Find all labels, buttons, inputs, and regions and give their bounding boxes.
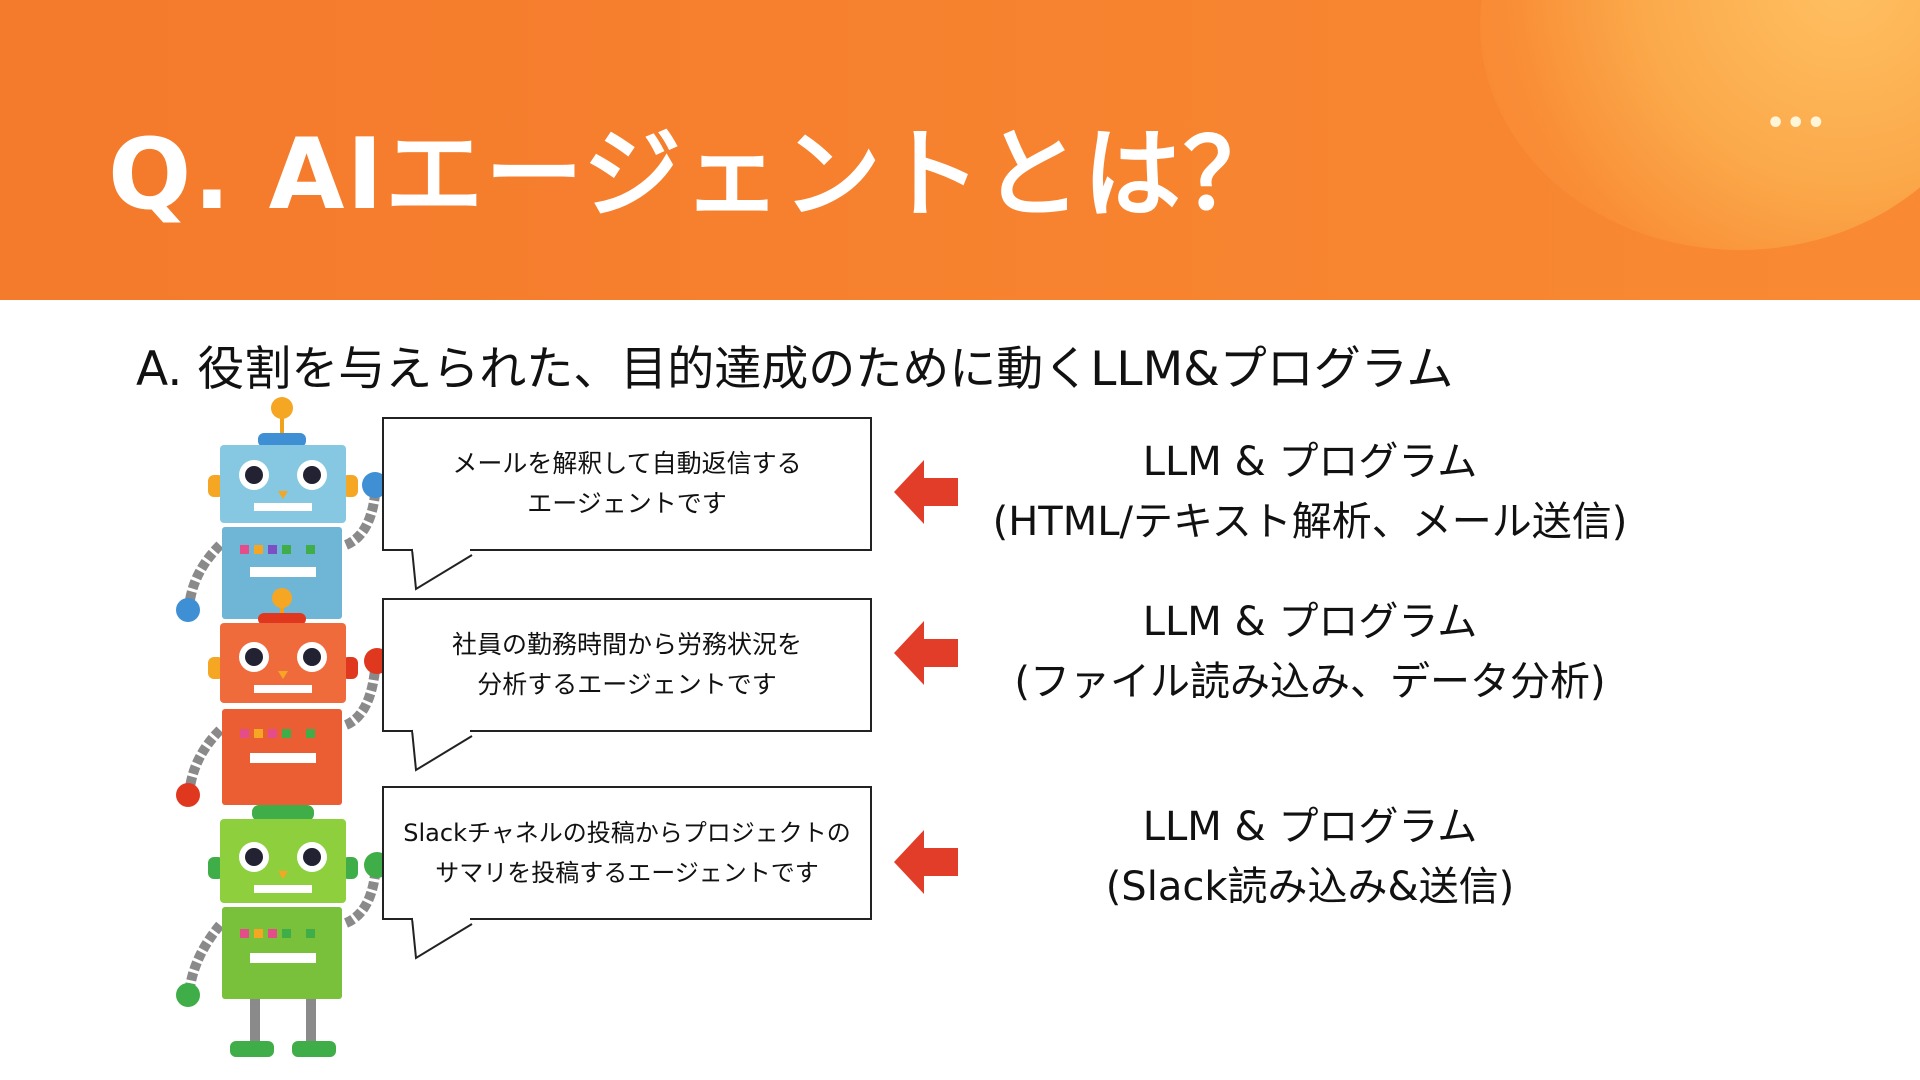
- arrow-left-icon: [894, 460, 958, 524]
- bubble-line: 分析するエージェントです: [477, 670, 777, 699]
- agent-description-mail: LLM & プログラム (HTML/テキスト解析、メール送信): [960, 432, 1660, 552]
- header-glow: [1480, 0, 1920, 250]
- bubble-tail: [411, 548, 473, 591]
- program-detail: (Slack読み込み&送信): [1105, 864, 1515, 910]
- bubble-line: Slackチャネルの投稿からプロジェクトの: [403, 819, 851, 847]
- speech-bubble-slack-agent: Slackチャネルの投稿からプロジェクトの サマリを投稿するエージェントです: [382, 786, 872, 960]
- bubble-tail: [411, 917, 473, 960]
- program-detail: (HTML/テキスト解析、メール送信): [992, 499, 1628, 545]
- program-label: LLM & プログラム: [1142, 804, 1478, 850]
- slide-title: Q. AIエージェントとは？: [108, 118, 1284, 232]
- arrow-left-icon: [894, 830, 958, 894]
- program-label: LLM & プログラム: [1142, 439, 1478, 485]
- bubble-line: 社員の勤務時間から労務状況を: [451, 630, 802, 659]
- robot-blue: [176, 397, 388, 622]
- speech-bubble-labor-agent: 社員の勤務時間から労務状況を 分析するエージェントです: [382, 598, 872, 772]
- program-label: LLM & プログラム: [1142, 599, 1478, 645]
- slide-subtitle: A. 役割を与えられた、目的達成のために動くLLM&プログラム: [136, 342, 1454, 397]
- agent-description-slack: LLM & プログラム (Slack読み込み&送信): [960, 797, 1660, 917]
- robot-orange: [176, 588, 390, 807]
- arrow-left-icon: [894, 621, 958, 685]
- robot-stack-illustration: [176, 397, 390, 1057]
- bubble-line: エージェントです: [527, 489, 727, 518]
- header-banner: Q. AIエージェントとは？ •••: [0, 0, 1920, 300]
- bubble-line: メールを解釈して自動返信する: [452, 449, 802, 478]
- robot-green: [176, 805, 390, 1057]
- agent-description-labor: LLM & プログラム (ファイル読み込み、データ分析): [960, 592, 1660, 712]
- program-detail: (ファイル読み込み、データ分析): [1014, 659, 1606, 705]
- speech-bubble-mail-agent: メールを解釈して自動返信する エージェントです: [382, 417, 872, 591]
- bubble-line: サマリを投稿するエージェントです: [435, 859, 819, 887]
- more-dots-icon[interactable]: •••: [1766, 106, 1827, 141]
- bubble-tail: [411, 729, 473, 772]
